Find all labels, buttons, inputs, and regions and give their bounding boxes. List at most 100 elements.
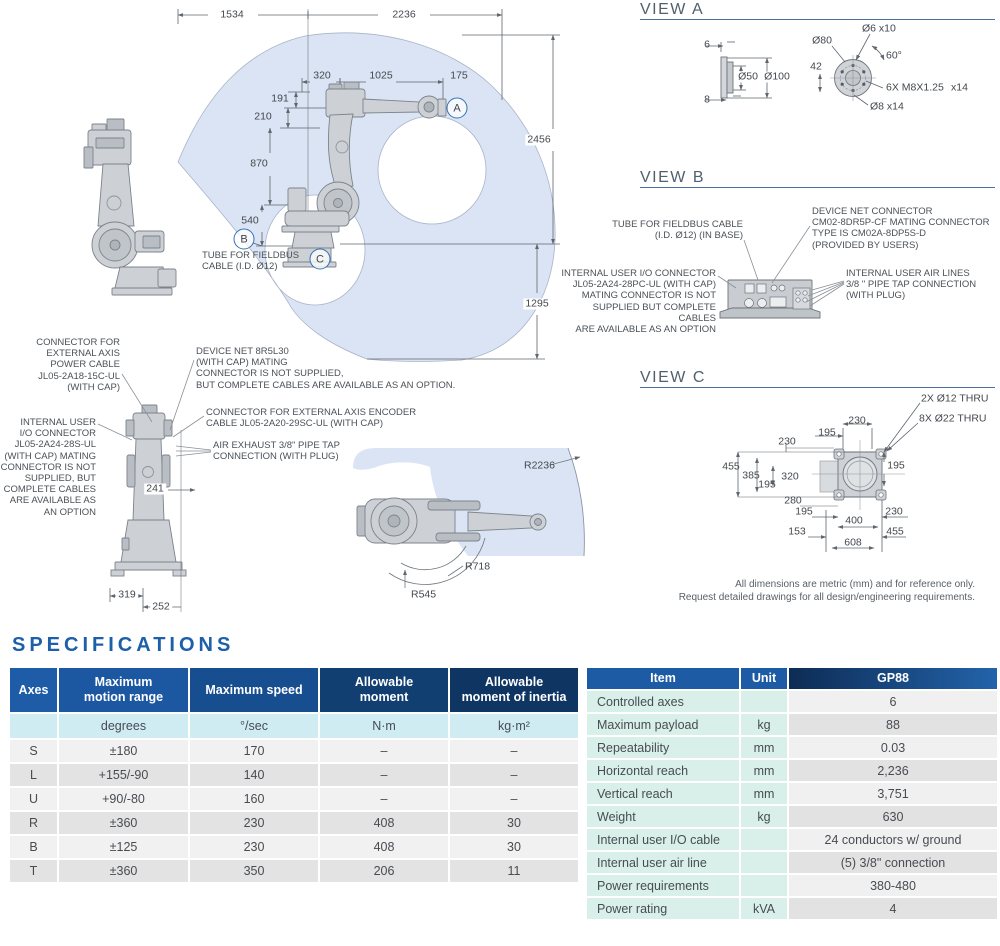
table-row: Repeatability mm 0.03 [587,737,997,758]
robot-folded-side-view [83,118,177,296]
view-c-195-right: 195 [887,459,905,472]
dim-540: 540 [241,214,259,227]
view-c-385: 385 [742,469,760,482]
col-header-gp88: GP88 [789,668,997,689]
value-cell: 630 [789,806,997,827]
view-c-195-bottom: 195 [795,505,813,518]
dim-210: 210 [254,110,272,123]
value-cell: 170 [190,740,318,762]
callout-ext-axis-power: CONNECTOR FOR EXTERNAL AXIS POWER CABLE … [36,337,120,393]
value-cell: 6 [789,691,997,712]
view-a-title: VIEW A [640,1,705,18]
view-a-dim-6: 6 [704,38,710,51]
dim-191: 191 [271,92,289,105]
table-row: Maximum payload kg 88 [587,714,997,735]
value-cell: 230 [190,836,318,858]
table-row: Power rating kVA 4 [587,898,997,919]
view-b-io-note: INTERNAL USER I/O CONNECTOR JL05-2A24-28… [561,268,716,336]
unit-cell: kVA [741,898,787,919]
unit-cell: kg [741,714,787,735]
robot-extended-side-view [281,81,447,268]
dim-870: 870 [250,157,268,170]
table-row: R ±360 230 408 30 [10,812,578,834]
envelope-dimension-lines [177,9,560,360]
value-cell: 350 [190,860,318,882]
callout-ext-axis-encoder: CONNECTOR FOR EXTERNAL AXIS ENCODER CABL… [206,407,417,430]
view-c-title: VIEW C [640,369,706,386]
view-b-title: VIEW B [640,169,706,186]
dim-252: 252 [150,600,172,613]
view-c-195-left: 195 [758,478,776,491]
axis-cell: L [10,764,57,786]
dim-175: 175 [450,69,468,82]
callout-air-exhaust: AIR EXHAUST 3/8" PIPE TAP CONNECTION (WI… [213,440,340,463]
item-cell: Internal user I/O cable [587,829,739,850]
footnote: All dimensions are metric (mm) and for r… [600,578,975,604]
work-envelope-side [177,32,556,362]
point-c-marker: C [309,248,331,270]
unit-cell [10,714,57,738]
view-c-rule [640,387,995,388]
value-cell: 230 [190,812,318,834]
value-cell: +155/-90 [59,764,188,786]
view-c-153: 153 [788,525,806,538]
unit-cell [741,852,787,873]
col-header-motion-range: Maximum motion range [59,668,188,712]
view-c-400: 400 [845,514,863,527]
value-cell: ±360 [59,812,188,834]
view-a-drawing [706,33,885,106]
value-cell: 206 [320,860,448,882]
view-a-rule [640,19,995,20]
value-cell: 4 [789,898,997,919]
dim-1534: 1534 [220,8,244,21]
point-b-marker: B [233,228,255,250]
table-row: Power requirements 380-480 [587,875,997,896]
view-c-230-bottom: 230 [885,505,903,518]
item-cell: Power requirements [587,875,739,896]
view-a-dim-60: 60° [886,49,902,62]
view-b-rule [640,187,995,188]
dim-2456: 2456 [525,133,553,146]
view-c-drawing [736,402,921,552]
view-a-dim-80: Ø80 [812,34,832,47]
view-c-455-bottom: 455 [886,525,904,538]
value-cell: – [450,764,578,786]
unit-cell: N·m [320,714,448,738]
value-cell: – [320,740,448,762]
col-header-max-speed: Maximum speed [190,668,318,712]
value-cell: 3,751 [789,783,997,804]
top-view-radius-arcs [388,456,581,588]
item-cell: Internal user air line [587,852,739,873]
value-cell: ±360 [59,860,188,882]
value-cell: 0.03 [789,737,997,758]
value-cell: – [450,740,578,762]
table-row: Weight kg 630 [587,806,997,827]
callout-leaders [97,359,212,457]
axis-cell: T [10,860,57,882]
value-cell: 11 [450,860,578,882]
dim-1025: 1025 [369,69,393,82]
value-cell: 408 [320,812,448,834]
item-cell: Controlled axes [587,691,739,712]
dim-r545: R545 [411,588,437,601]
view-c-608: 608 [844,536,862,549]
view-a-dim-6x10: Ø6 x10 [862,22,896,35]
axis-cell: B [10,836,57,858]
point-a-marker: A [446,97,468,119]
value-cell: ±180 [59,740,188,762]
view-c-230-top: 230 [848,414,866,427]
view-a-bolt-spec: 6X M8X1.25 [886,81,944,94]
col-header-unit: Unit [741,668,787,689]
table-row: Horizontal reach mm 2,236 [587,760,997,781]
table-row: Vertical reach mm 3,751 [587,783,997,804]
table-row: T ±360 350 206 11 [10,860,578,882]
value-cell: 30 [450,812,578,834]
value-cell: 380-480 [789,875,997,896]
view-a-dim-8: 8 [704,93,710,106]
dim-241: 241 [144,482,166,495]
dim-r718: R718 [465,560,491,573]
unit-cell: mm [741,783,787,804]
item-cell: Power rating [587,898,739,919]
motion-table-header-row: Axes Maximum motion range Maximum speed … [10,668,578,712]
dim-319: 319 [116,588,138,601]
